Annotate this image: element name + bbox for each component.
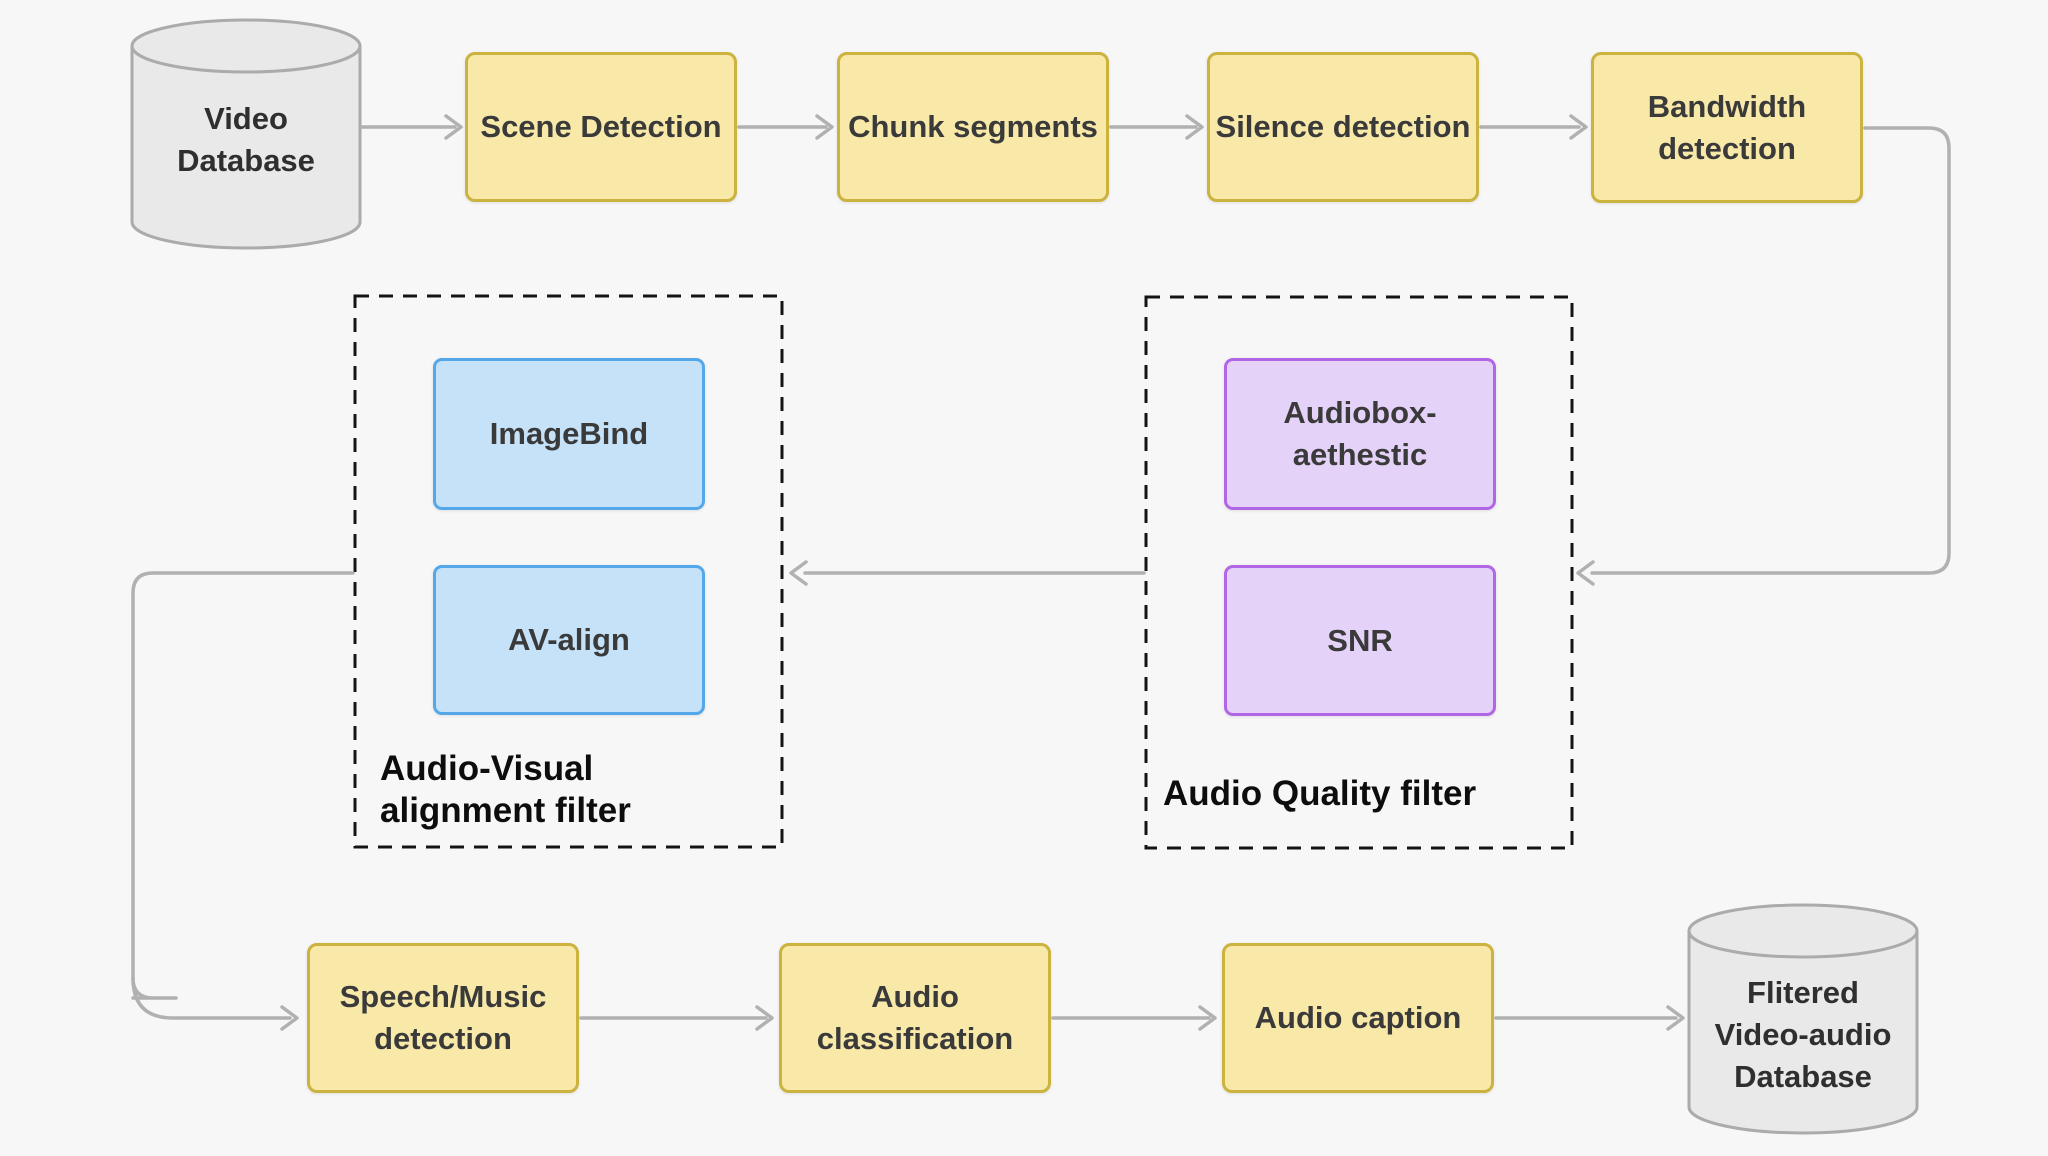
audio-quality-filter-container xyxy=(1144,295,1574,850)
silence-detection-label: Silence detection xyxy=(1215,109,1471,144)
filtered-database-line1: Flitered xyxy=(1747,975,1859,1010)
filtered-database-cylinder xyxy=(1687,903,1919,1135)
arrow-speech-to-classification xyxy=(579,1005,774,1031)
bandwidth-detection-line2: detection xyxy=(1658,130,1796,166)
video-database-label: Video Database xyxy=(132,98,360,182)
av-filter-title-line1: Audio-Visual xyxy=(380,749,594,788)
av-filter-title-line2: alignment filter xyxy=(380,791,631,830)
audio-visual-filter-container xyxy=(353,294,784,849)
av-align-label: AV-align xyxy=(508,622,630,657)
video-database-line2: Database xyxy=(177,143,315,178)
speech-music-line1: Speech/Music xyxy=(339,979,547,1014)
av-filter-title: Audio-Visual alignment filter xyxy=(380,748,631,832)
audiobox-aethestic-line2: aethestic xyxy=(1292,437,1428,472)
filtered-database-label: Flitered Video-audio Database xyxy=(1689,972,1917,1098)
video-database-line1: Video xyxy=(204,101,288,136)
arrow-silence-to-bandwidth xyxy=(1479,114,1588,140)
scene-detection-label: Scene Detection xyxy=(480,109,722,144)
arrow-caption-to-filtereddb xyxy=(1494,1005,1685,1031)
audio-caption-label: Audio caption xyxy=(1254,1000,1462,1035)
arrow-classification-to-caption xyxy=(1051,1005,1217,1031)
video-database-cylinder xyxy=(130,18,362,250)
audio-classification-line1: Audio xyxy=(871,979,959,1014)
arrow-chunk-to-silence xyxy=(1109,114,1204,140)
imagebind-label: ImageBind xyxy=(489,416,649,451)
filtered-database-line3: Database xyxy=(1734,1059,1872,1094)
arrow-bandwidth-to-quality-filter xyxy=(1576,126,1951,586)
snr-node: SNR xyxy=(1224,565,1496,716)
av-align-node: AV-align xyxy=(433,565,705,715)
bandwidth-detection-line1: Bandwidth xyxy=(1647,88,1807,124)
arrow-av-filter-to-speech xyxy=(131,571,355,1031)
scene-detection-node: Scene Detection xyxy=(465,52,737,202)
audio-classification-line2: classification xyxy=(816,1021,1014,1056)
chunk-segments-label: Chunk segments xyxy=(848,109,1098,144)
chunk-segments-node: Chunk segments xyxy=(837,52,1109,202)
arrow-videodb-to-scene xyxy=(360,114,463,140)
imagebind-node: ImageBind xyxy=(433,358,705,510)
arrow-quality-to-av-filter xyxy=(789,560,1146,586)
speech-music-line2: detection xyxy=(374,1021,512,1056)
arrow-scene-to-chunk xyxy=(737,114,834,140)
quality-filter-title: Audio Quality filter xyxy=(1163,774,1477,813)
speech-music-detection-node: Speech/Music detection xyxy=(307,943,579,1093)
snr-label: SNR xyxy=(1327,622,1393,658)
bandwidth-detection-node: Bandwidth detection xyxy=(1591,52,1863,203)
audiobox-aethestic-line1: Audiobox- xyxy=(1283,395,1437,430)
silence-detection-node: Silence detection xyxy=(1207,52,1479,202)
filtered-database-line2: Video-audio xyxy=(1714,1017,1892,1052)
audio-classification-node: Audio classification xyxy=(779,943,1051,1093)
audio-caption-node: Audio caption xyxy=(1222,943,1494,1093)
audiobox-aethestic-node: Audiobox- aethestic xyxy=(1224,358,1496,510)
